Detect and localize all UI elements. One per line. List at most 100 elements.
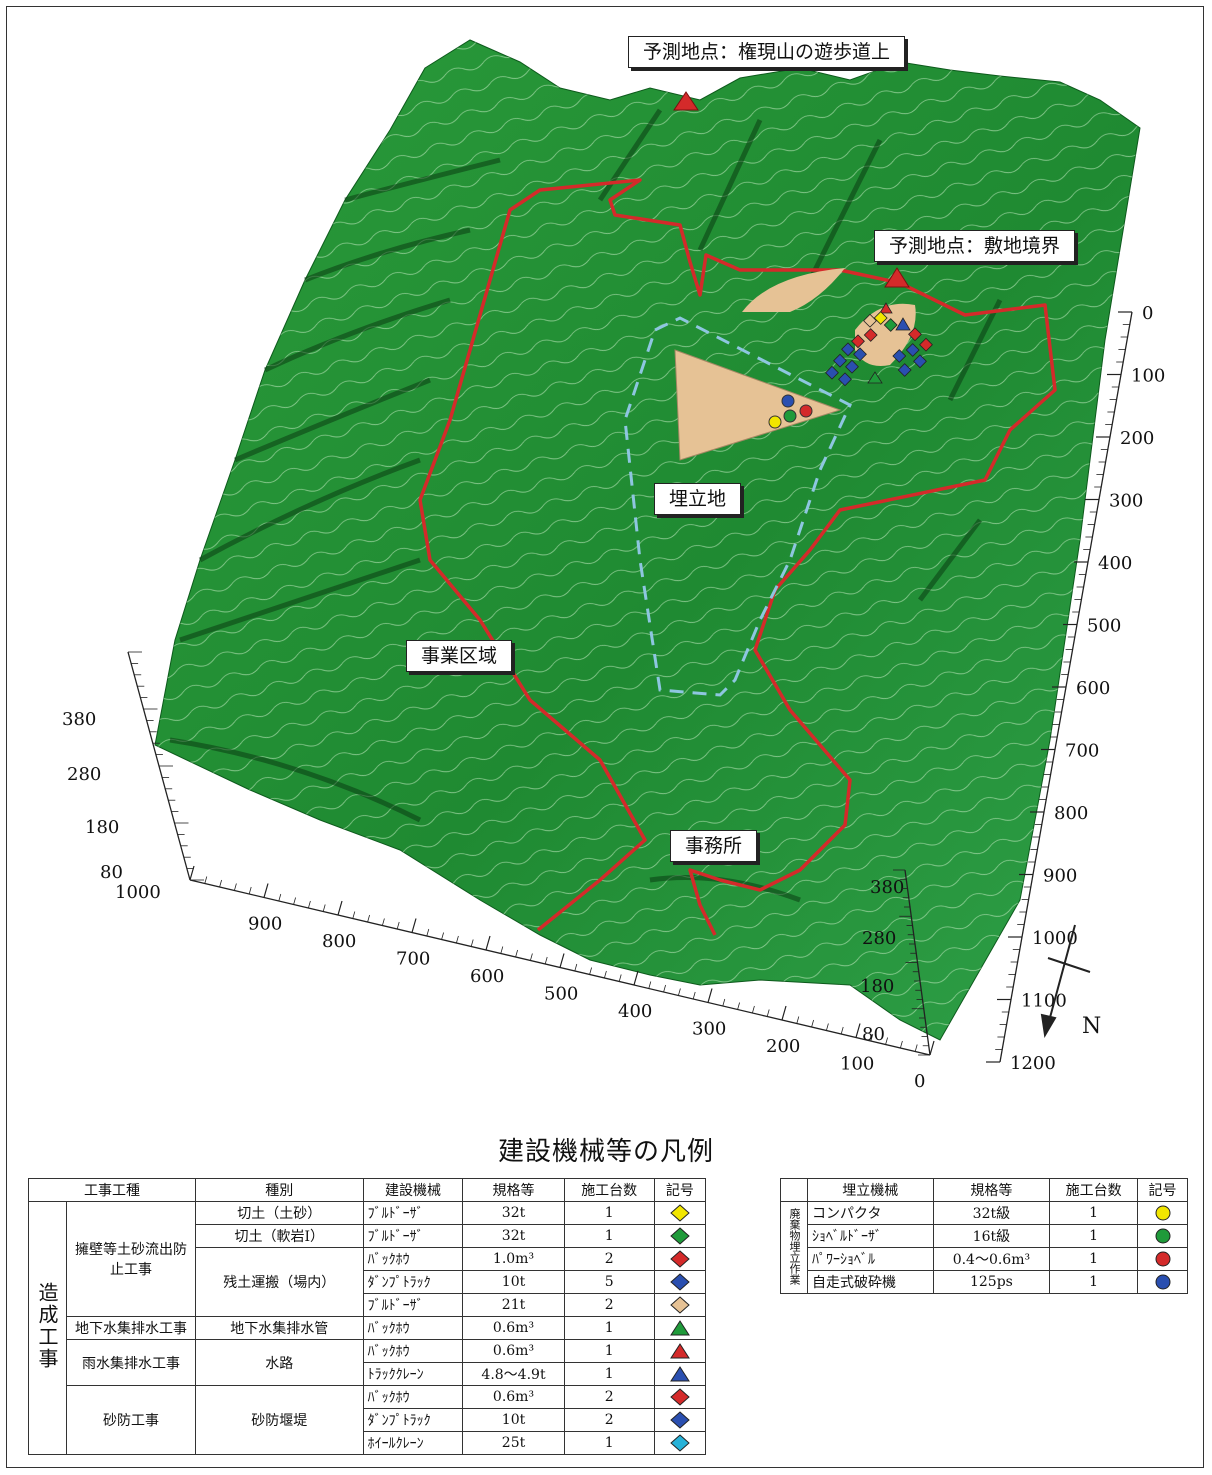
bottom-minor-tick <box>692 991 696 1000</box>
bottom-minor-tick <box>796 1016 800 1024</box>
bottom-minor-tick <box>515 949 518 958</box>
bottom-minor-tick <box>737 1002 740 1010</box>
machine-cell: ﾊﾞｯｸﾎｳ <box>362 1385 464 1409</box>
landfill-symbol-cell <box>1137 1224 1188 1248</box>
bottom-minor-tick <box>530 953 533 961</box>
triangle-symbol-icon <box>669 1320 690 1336</box>
landfill-machine-cell: ﾊﾟﾜｰｼｮﾍﾞﾙ <box>807 1247 934 1271</box>
kind-cell: 切土（土砂） <box>195 1201 364 1225</box>
header-count: 施工台数 <box>563 1178 655 1202</box>
kind-cell: 地下水集排水管 <box>195 1316 364 1340</box>
spec-cell: 0.6m³ <box>462 1339 565 1363</box>
spec-cell: 32t <box>462 1201 565 1225</box>
work-type-cell: 雨水集排水工事 <box>66 1339 196 1386</box>
work-type-cell: 擁壁等土砂流出防止工事 <box>66 1201 196 1317</box>
right-tick-label: 1200 <box>1010 1053 1056 1074</box>
symbol-cell <box>653 1201 707 1225</box>
bottom-minor-tick <box>426 928 430 937</box>
right-tick-label: 100 <box>1131 366 1165 387</box>
bottom-tick-label: 100 <box>840 1054 874 1075</box>
symbol-cell <box>653 1362 707 1386</box>
bottom-minor-tick <box>441 932 444 940</box>
bottom-minor-tick <box>766 1009 770 1017</box>
circle-symbol-icon <box>1155 1228 1170 1244</box>
triangle-symbol-icon <box>669 1366 690 1382</box>
spec-cell: 0.6m³ <box>462 1316 565 1340</box>
kind-cell: 水路 <box>195 1339 364 1386</box>
left-elev-label: 280 <box>67 764 101 785</box>
bottom-minor-tick <box>589 967 592 975</box>
upper-sand-area <box>742 268 845 312</box>
bottom-minor-tick <box>678 988 681 996</box>
header-spec: 規格等 <box>462 1178 565 1202</box>
bottom-minor-tick <box>234 883 237 891</box>
landfill-legend-table: 埋立機械 規格等 施工台数 記号 廃棄物埋立作業コンパクタ32t級1ｼｮﾍﾞﾙﾄ… <box>780 1178 1188 1294</box>
bottom-tick <box>633 970 639 986</box>
spec-cell: 4.8～4.9t <box>462 1362 565 1386</box>
bottom-tick <box>707 988 713 1003</box>
bottom-minor-tick <box>870 1033 874 1042</box>
bottom-minor-tick <box>618 974 622 982</box>
landfill-count-cell: 1 <box>1049 1224 1139 1248</box>
landfill-machines <box>768 394 813 429</box>
symbol-cell <box>653 1385 707 1409</box>
bottom-tick-label: 800 <box>322 931 356 952</box>
kind-cell: 残土運搬（場内） <box>195 1247 364 1317</box>
header-landfill-symbol: 記号 <box>1137 1178 1188 1202</box>
right-tick-label: 700 <box>1065 741 1099 762</box>
header-symbol: 記号 <box>653 1178 707 1202</box>
landfill-symbol-cell <box>1137 1247 1188 1271</box>
right-tick-label: 500 <box>1087 616 1121 637</box>
bottom-minor-tick <box>396 921 400 930</box>
symbol-cell <box>653 1270 707 1294</box>
bottom-minor-tick <box>900 1040 903 1049</box>
bottom-tick-label: 900 <box>248 914 282 935</box>
diamond-symbol-icon <box>670 1204 690 1222</box>
left-elev-label: 180 <box>85 817 119 838</box>
right-tick-label: 800 <box>1054 803 1088 824</box>
machine-cell: ﾀﾞﾝﾌﾟﾄﾗｯｸ <box>362 1408 464 1432</box>
bottom-minor-tick <box>456 935 459 944</box>
symbol-cell <box>653 1224 707 1248</box>
bottom-minor-tick <box>500 946 504 954</box>
bottom-tick <box>189 865 195 881</box>
landfill-machine-cell: コンパクタ <box>807 1201 934 1225</box>
count-cell: 1 <box>563 1224 655 1248</box>
machine-cell: ﾀﾞﾝﾌﾟﾄﾗｯｸ <box>362 1270 464 1294</box>
bottom-minor-tick <box>293 897 296 905</box>
spec-cell: 0.6m³ <box>462 1385 565 1409</box>
diamond-symbol-icon <box>670 1411 690 1429</box>
bottom-tick <box>485 935 491 951</box>
header-machine: 建設機械 <box>362 1178 464 1202</box>
right-tick-label: 1100 <box>1021 991 1067 1012</box>
project-boundary <box>418 178 1057 936</box>
diamond-symbol-icon <box>670 1273 690 1291</box>
bottom-tick-label: 300 <box>692 1019 726 1040</box>
diamond-symbol-icon <box>670 1250 690 1268</box>
spec-cell: 21t <box>462 1293 565 1317</box>
symbol-cell <box>653 1431 707 1455</box>
symbol-cell <box>653 1316 707 1340</box>
count-cell: 5 <box>563 1270 655 1294</box>
left-elev-label: 380 <box>62 709 96 730</box>
bottom-minor-tick <box>544 956 548 965</box>
bottom-tick-label: 500 <box>544 984 578 1005</box>
north-arrow-icon <box>1040 924 1091 1038</box>
header-landfill-spec: 規格等 <box>932 1178 1051 1202</box>
count-cell: 2 <box>563 1385 655 1409</box>
prediction-marker-border <box>884 267 910 288</box>
label-office: 事務所 <box>670 830 758 862</box>
page-frame <box>6 6 1204 1468</box>
label-landfill: 埋立地 <box>654 483 742 515</box>
